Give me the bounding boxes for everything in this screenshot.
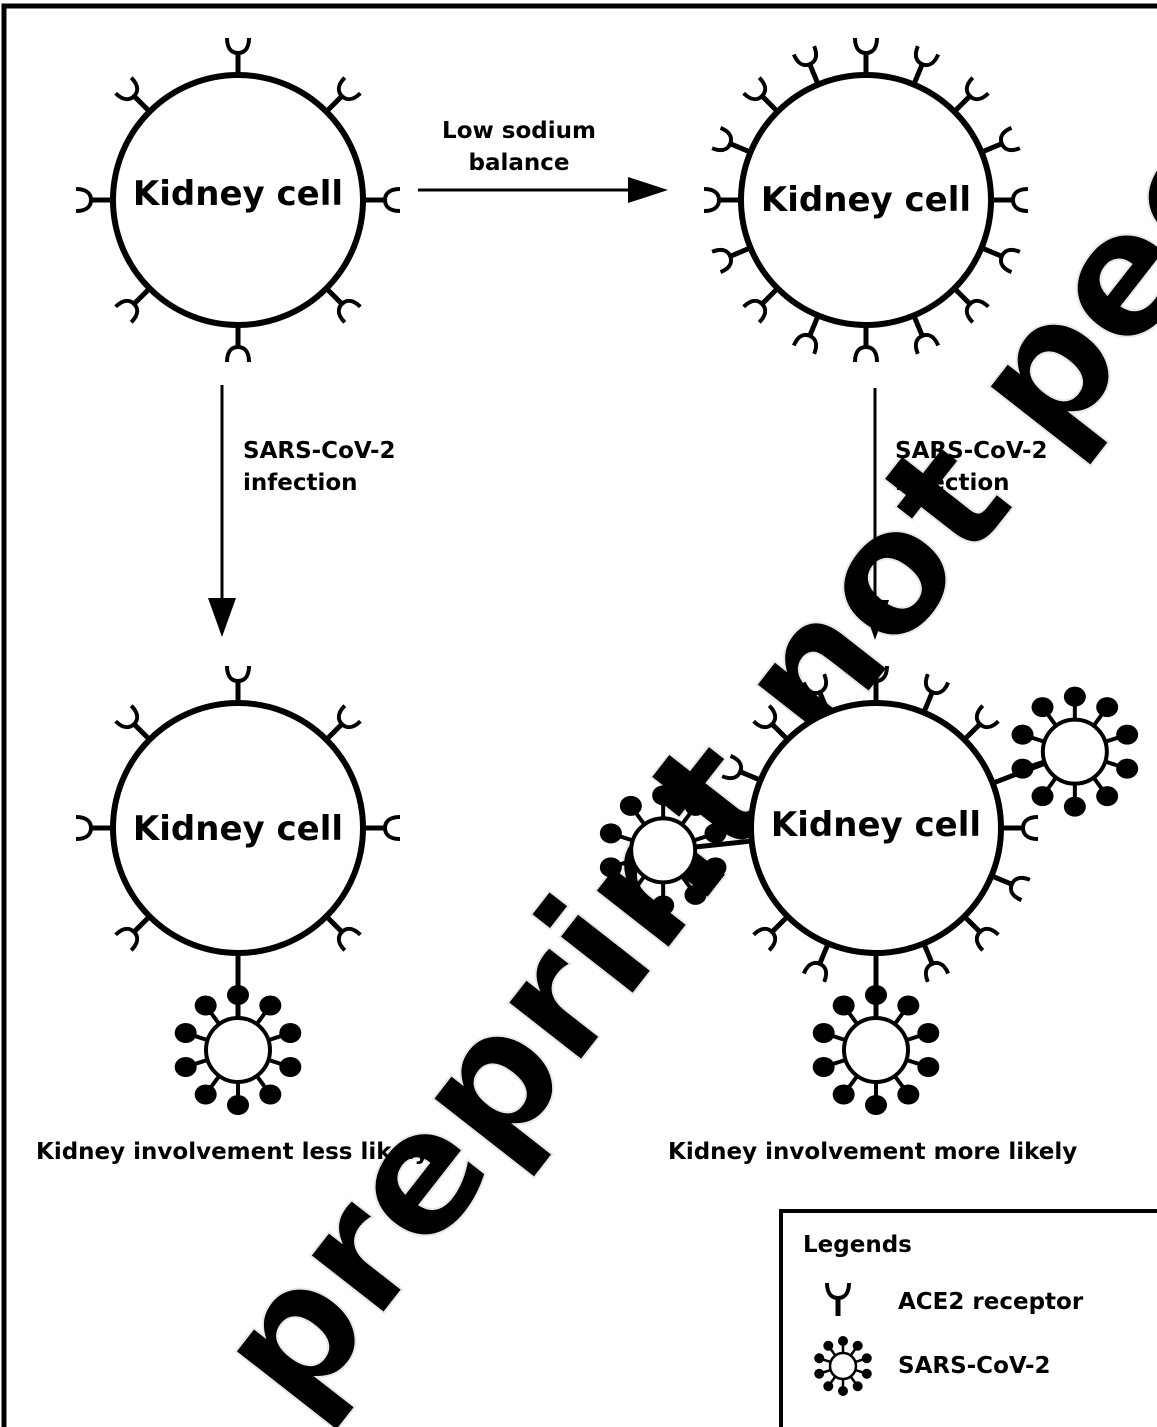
ace2-receptor-icon	[227, 666, 249, 703]
cell-top-left-label: Kidney cell	[133, 174, 343, 214]
sars-cov-2-bound-right	[1012, 687, 1139, 817]
left-infection-label-line1: SARS-CoV-2	[243, 438, 396, 464]
legend-label-sars: SARS-CoV-2	[898, 1353, 1051, 1379]
cell-bottom-right-label: Kidney cell	[771, 805, 981, 845]
ace2-receptor-icon	[76, 189, 113, 211]
cell-top-right-label: Kidney cell	[761, 180, 971, 220]
ace2-receptor-icon	[855, 38, 877, 75]
ace2-receptor-icon	[1001, 817, 1038, 839]
low-sodium-label-line2: balance	[469, 150, 570, 176]
right-infection-label-line1: SARS-CoV-2	[895, 438, 1048, 464]
ace2-receptor-icon	[704, 189, 741, 211]
sars-cov-2-bound-left	[175, 985, 302, 1115]
outcome-less-likely: Kidney involvement less likely	[36, 1139, 429, 1165]
ace2-receptor-icon	[227, 38, 249, 75]
ace2-receptor-icon	[855, 325, 877, 362]
legend-title: Legends	[803, 1232, 912, 1258]
left-infection-label-line2: infection	[243, 470, 358, 496]
sars-cov-2-bound-bottom	[813, 985, 940, 1115]
ace2-receptor-icon	[363, 189, 400, 211]
low-sodium-label-line1: Low sodium	[442, 118, 596, 144]
cell-bottom-left-label: Kidney cell	[133, 809, 343, 849]
ace2-receptor-icon	[991, 189, 1028, 211]
arrow-low-sodium	[418, 177, 668, 203]
right-infection-label-line2: infection	[895, 470, 1010, 496]
ace2-receptor-icon	[227, 325, 249, 362]
legend-box: Legends ACE2 receptor SARS-CoV-2	[781, 1211, 1157, 1427]
ace2-receptor-icon	[363, 817, 400, 839]
outcome-more-likely: Kidney involvement more likely	[668, 1139, 1077, 1165]
ace2-receptor-icon	[76, 817, 113, 839]
legend-label-ace2: ACE2 receptor	[898, 1289, 1084, 1315]
arrow-left-infection	[208, 385, 236, 637]
